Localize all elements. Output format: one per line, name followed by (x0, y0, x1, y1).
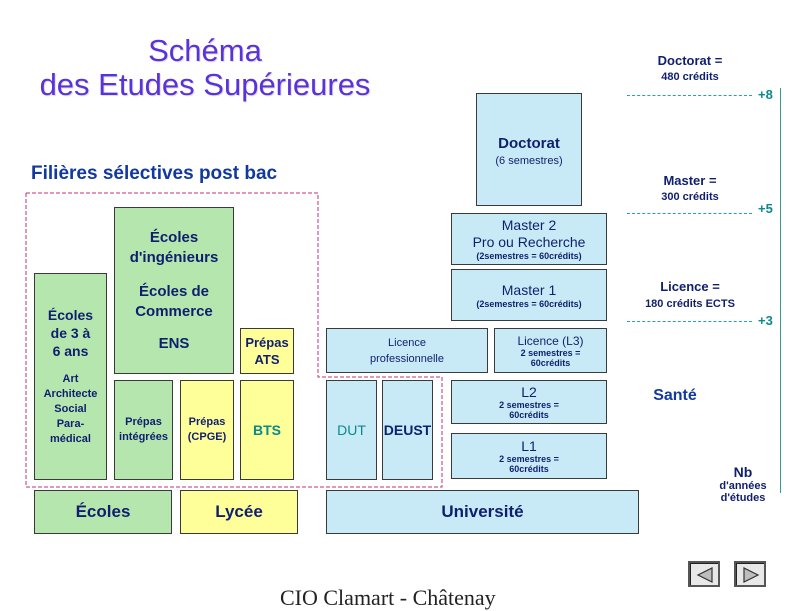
lycee-base-label: Lycée (215, 502, 263, 521)
title-line-1: Schéma (148, 33, 262, 68)
dut-label: DUT (337, 422, 366, 438)
ecoles3-line2: de 3 à (50, 325, 91, 341)
doctorat-box: Doctorat (6 semestres) (476, 93, 582, 206)
ecoles3-sub3: Social (54, 403, 87, 415)
licence-level-line (627, 321, 752, 322)
prepas-integrees-line2: intégrées (119, 431, 168, 443)
licence-l3-box: Licence (L3) 2 semestres = 60crédits (494, 328, 607, 373)
master-credits-line1: Master = (663, 173, 717, 188)
prepas-ats-line1: Prépas (245, 335, 289, 350)
nb-line3: d'études (720, 492, 766, 504)
master1-box: Master 1 (2semestres = 60crédits) (451, 269, 607, 321)
ecoles-ingenieurs-box: Écoles d'ingénieurs Écoles de Commerce E… (114, 207, 234, 374)
l1-line2: 2 semestres = (499, 453, 559, 464)
master-years-mark: +5 (758, 201, 773, 216)
diagram-title: Schéma des Etudes Supérieures (30, 34, 380, 102)
master1-line2: (2semestres = 60crédits) (476, 299, 582, 309)
selective-heading: Filières sélectives post bac (31, 163, 278, 184)
years-axis-line (780, 88, 781, 493)
title-line-2: des Etudes Supérieures (39, 67, 371, 102)
doctorat-credits-line2: 480 crédits (661, 71, 719, 83)
prepas-cpge-line2: (CPGE) (187, 431, 227, 443)
l2-line2: 2 semestres = (499, 399, 559, 410)
prepas-ats-line2: ATS (254, 352, 280, 367)
bts-label: BTS (253, 422, 281, 438)
licence-l3-line2: 2 semestres = (520, 347, 581, 358)
next-slide-button[interactable] (734, 561, 766, 587)
l2-line1: L2 (521, 383, 537, 400)
deust-box: DEUST (382, 380, 433, 480)
prepas-cpge-line1: Prépas (188, 416, 226, 428)
master1-line1: Master 1 (501, 282, 557, 298)
previous-slide-button[interactable] (688, 561, 720, 587)
prepas-integrees-line1: Prépas (125, 416, 162, 428)
master2-line2: Pro ou Recherche (472, 234, 586, 250)
universite-base-box: Université (326, 490, 639, 534)
doctorat-years-mark: +8 (758, 87, 773, 102)
ecoles-base-label: Écoles (75, 502, 131, 521)
doctorat-credits-label: Doctorat = 480 crédits (630, 53, 750, 83)
master2-box: Master 2 Pro ou Recherche (2semestres = … (451, 213, 607, 265)
master-credits-label: Master = 300 crédits (630, 173, 750, 203)
ecoles-3-6-ans-box: Écoles de 3 à 6 ans Art Architecte Socia… (34, 273, 107, 480)
doctorat-line2: (6 semestres) (495, 154, 563, 167)
licence-years-mark: +3 (758, 313, 773, 328)
ingenieurs-line4: Commerce (135, 302, 213, 320)
lycee-base-box: Lycée (180, 490, 298, 534)
master-credits-line2: 300 crédits (661, 191, 719, 203)
ingenieurs-line2: d'ingénieurs (129, 248, 219, 266)
universite-base-label: Université (441, 502, 524, 521)
master2-line3: (2semestres = 60crédits) (476, 251, 582, 261)
deust-label: DEUST (383, 422, 432, 438)
ecoles3-line1: Écoles (47, 307, 94, 323)
l2-box: L2 2 semestres = 60crédits (451, 380, 607, 424)
triangle-left-icon (696, 567, 713, 583)
ecoles3-sub5: médical (50, 433, 91, 445)
ecoles3-sub4: Para- (56, 418, 85, 430)
l1-line3: 60crédits (509, 463, 549, 474)
licence-l3-line1: Licence (L3) (517, 333, 584, 348)
ingenieurs-line1: Écoles (149, 228, 199, 246)
licence-l3-line3: 60crédits (530, 357, 571, 368)
ingenieurs-line5: ENS (158, 334, 190, 352)
licence-credits-label: Licence = 180 crédits ECTS (626, 279, 754, 310)
l1-line1: L1 (521, 437, 537, 454)
doctorat-credits-line1: Doctorat = (657, 53, 723, 68)
licence-pro-line2: professionnelle (370, 352, 444, 365)
sante-label: Santé (653, 387, 697, 404)
prepas-cpge-box: Prépas (CPGE) (180, 380, 234, 480)
nb-line2: d'années (719, 480, 767, 492)
dut-box: DUT (326, 380, 377, 480)
nb-line1: Nb (733, 464, 753, 480)
prepas-integrees-box: Prépas intégrées (114, 380, 173, 480)
licence-pro-line1: Licence (388, 336, 426, 349)
master-level-line (627, 213, 752, 214)
prepas-ats-box: Prépas ATS (240, 328, 294, 374)
ecoles-base-box: Écoles (34, 490, 172, 534)
master2-line1: Master 2 (501, 217, 557, 233)
triangle-right-icon (743, 567, 760, 583)
licence-credits-line2: 180 crédits ECTS (645, 298, 735, 310)
nb-annees-label: Nb d'années d'études (705, 464, 781, 504)
l2-line3: 60crédits (509, 409, 549, 420)
ecoles3-line3: 6 ans (52, 343, 89, 359)
ecoles3-sub2: Architecte (43, 388, 98, 400)
doctorat-level-line (627, 95, 752, 96)
l1-box: L1 2 semestres = 60crédits (451, 433, 607, 479)
footer-text: CIO Clamart - Châtenay (280, 585, 496, 610)
licence-pro-box: Licence professionnelle (326, 328, 488, 373)
ecoles3-sub1: Art (62, 373, 79, 385)
licence-credits-line1: Licence = (660, 279, 720, 294)
doctorat-line1: Doctorat (498, 134, 560, 152)
ingenieurs-line3: Écoles de (138, 282, 210, 300)
bts-box: BTS (240, 380, 294, 480)
